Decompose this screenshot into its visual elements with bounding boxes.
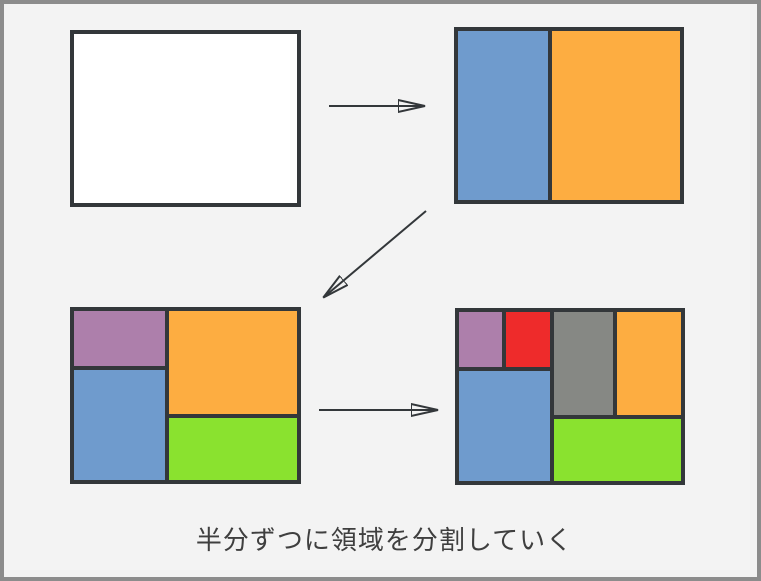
purple-region (457, 310, 504, 369)
blue-region (72, 368, 167, 482)
green-region (167, 416, 299, 482)
caption: 半分ずつに領域を分割していく (195, 526, 574, 556)
orange-region (615, 310, 683, 417)
stage-2-halved (454, 27, 684, 204)
stage-3-quartered (70, 307, 301, 484)
arrow-stage-2-to-3 (324, 210, 427, 297)
blue-region (456, 29, 550, 202)
region-division-diagram (70, 27, 685, 485)
empty-region (70, 30, 301, 207)
gray-region (552, 310, 615, 417)
stage-3-outline (70, 307, 301, 484)
green-region (552, 417, 683, 483)
stage-4-outline (455, 308, 685, 485)
stage-2-outline (454, 27, 684, 204)
stage-1-undivided (70, 30, 301, 207)
orange-region (550, 29, 682, 202)
purple-region (72, 309, 167, 368)
orange-region (167, 309, 299, 416)
blue-region (457, 369, 552, 483)
red-region (504, 310, 552, 369)
stage-4-subdivided (455, 308, 685, 485)
